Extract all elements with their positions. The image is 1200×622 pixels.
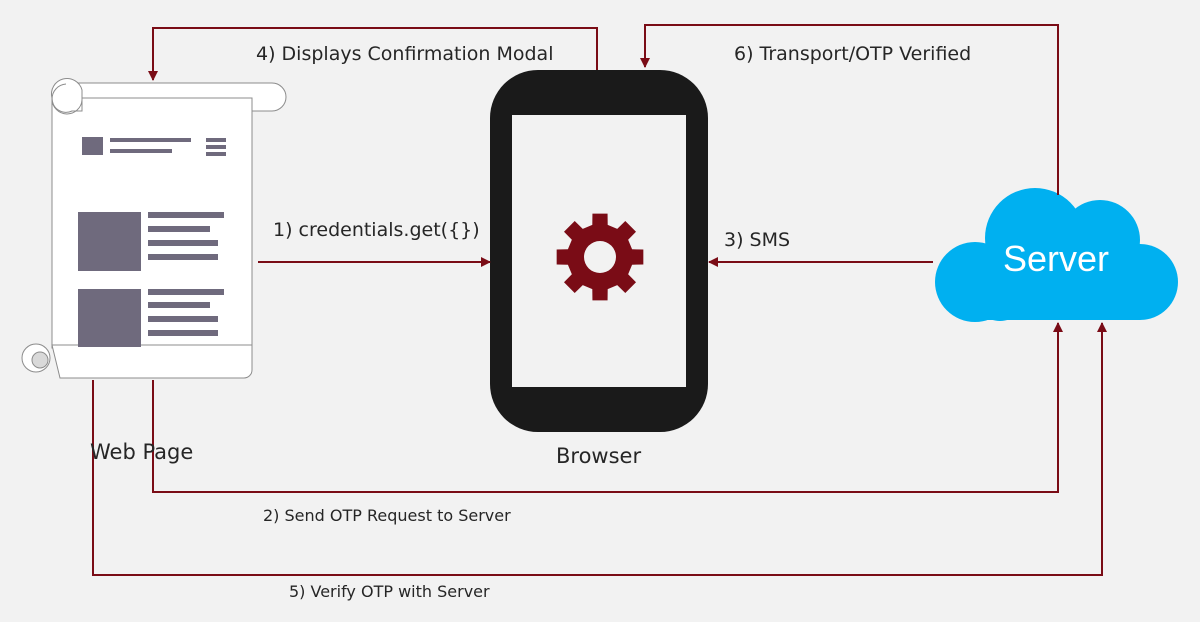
phone-icon: [490, 70, 708, 432]
step-5-label: 5) Verify OTP with Server: [289, 582, 490, 601]
server-label: Server: [1003, 238, 1110, 279]
cloud-icon: [935, 188, 1178, 322]
browser-label: Browser: [556, 444, 642, 468]
web-page-label: Web Page: [90, 440, 194, 464]
gear-icon: [556, 213, 644, 301]
step-6-label: 6) Transport/OTP Verified: [734, 43, 972, 65]
step-2-label: 2) Send OTP Request to Server: [263, 506, 511, 525]
arrow-step-2: [152, 322, 1063, 493]
step-4-label: 4) Displays Confirmation Modal: [256, 43, 554, 65]
step-1-label: 1) credentials.get({}): [273, 219, 480, 241]
arrow-step-6: [640, 24, 1059, 195]
scroll-document-icon: [21, 77, 287, 379]
arrow-step-5: [92, 322, 1107, 576]
step-3-label: 3) SMS: [724, 229, 791, 251]
arrow-step-4: [148, 27, 598, 81]
